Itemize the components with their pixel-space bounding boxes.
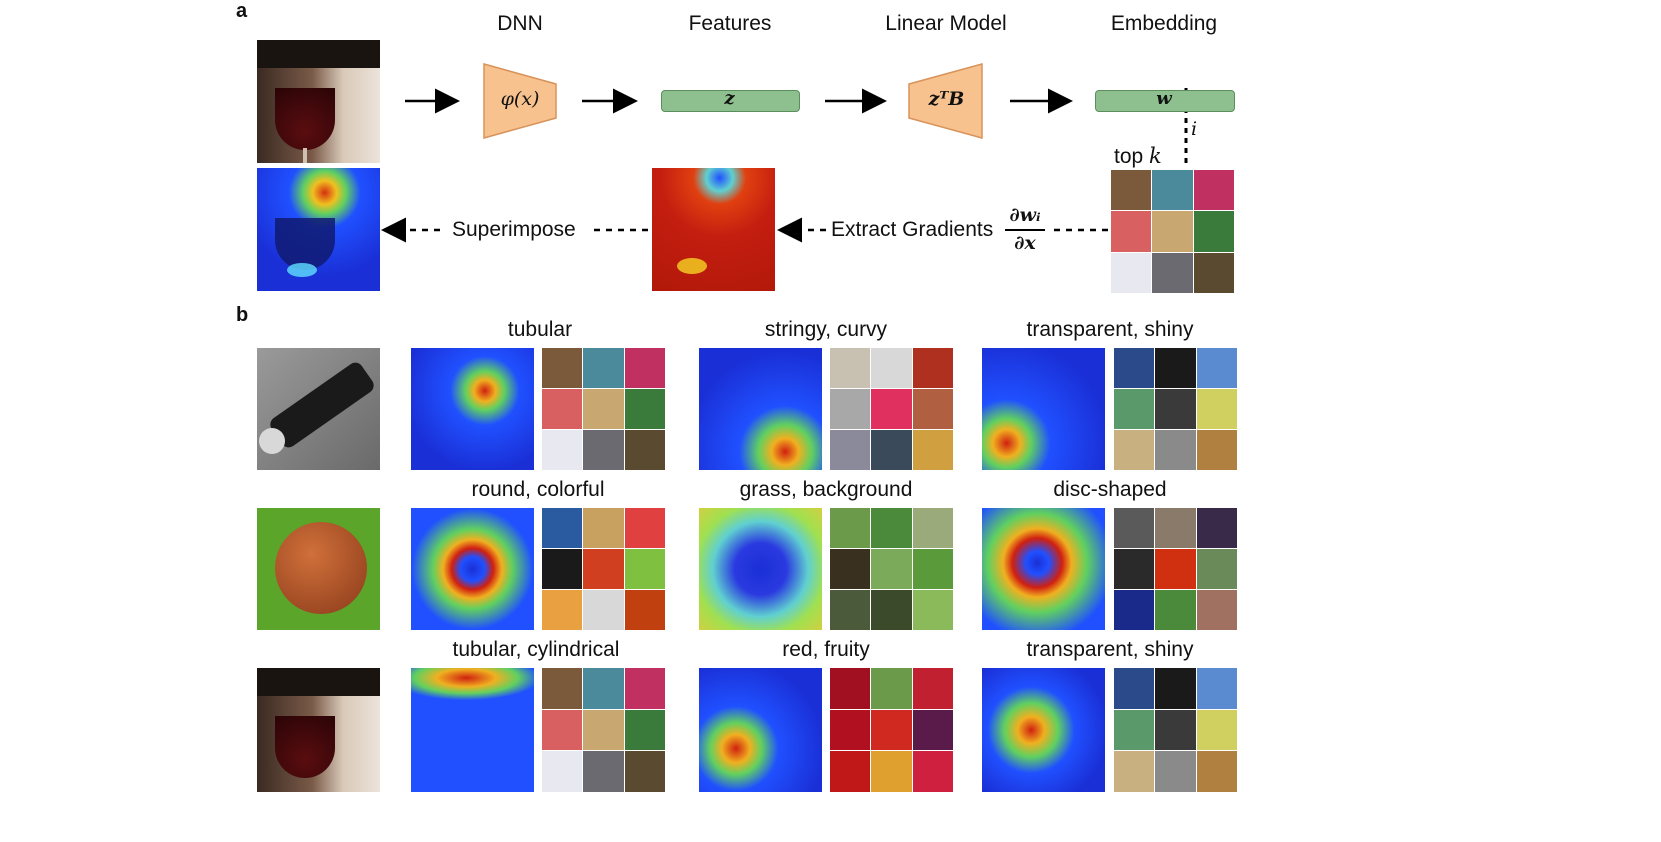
row3-label-3: transparent, shiny (1026, 638, 1194, 661)
flashlight-photo (257, 348, 380, 470)
row3-heatmap-3 (982, 668, 1105, 792)
grad-denominator: ∂x (1014, 232, 1036, 254)
row2-mosaic-1 (542, 508, 665, 630)
row3-label-2: red, fruity (782, 638, 870, 661)
basketball-photo (257, 508, 380, 630)
row2-heatmap-3 (982, 508, 1105, 630)
stage-label-embedding: Embedding (1110, 12, 1218, 35)
row2-label-1: round, colorful (471, 478, 605, 501)
extract-gradients-label: Extract Gradients (831, 218, 994, 241)
row2-heatmap-2 (699, 508, 822, 630)
linear-trapezoid (908, 63, 983, 139)
row3-mosaic-1 (542, 668, 665, 792)
features-label: z (724, 88, 735, 109)
row1-mosaic-1 (542, 348, 665, 470)
row3-mosaic-3 (1114, 668, 1237, 792)
panel-letter-b: b (236, 304, 249, 326)
row1-label-2: stringy, curvy (764, 318, 888, 341)
features-bar (661, 90, 800, 112)
row2-mosaic-3 (1114, 508, 1237, 630)
wine-glass-photo-2 (257, 668, 380, 792)
row3-heatmap-1 (411, 668, 534, 792)
row1-mosaic-2 (830, 348, 953, 470)
row2-heatmap-1 (411, 508, 534, 630)
grad-numerator: ∂wᵢ (1009, 204, 1041, 226)
row1-heatmap-1 (411, 348, 534, 470)
gradient-heatmap (652, 168, 775, 291)
superimpose-label: Superimpose (452, 218, 576, 241)
index-label: i (1191, 118, 1198, 140)
row3-heatmap-2 (699, 668, 822, 792)
row1-heatmap-3 (982, 348, 1105, 470)
dnn-label: φ(x) (500, 88, 540, 110)
stage-label-linear-model: Linear Model (885, 12, 1007, 35)
superimposed-wine-heatmap (257, 168, 380, 291)
row3-label-1: tubular, cylindrical (452, 638, 620, 661)
topk-label: top k (1114, 144, 1162, 168)
embedding-label: w (1156, 88, 1172, 109)
row1-label-3: transparent, shiny (1026, 318, 1194, 341)
dnn-trapezoid (483, 63, 557, 139)
embedding-bar (1095, 90, 1235, 112)
row2-label-3: disc-shaped (1053, 478, 1167, 501)
grad-fraction-bar (1005, 229, 1045, 231)
panel-letter-a: a (236, 0, 248, 22)
row3-mosaic-2 (830, 668, 953, 792)
pipeline-diagram (381, 63, 1188, 243)
row1-mosaic-3 (1114, 348, 1237, 470)
topk-mosaic (1111, 170, 1234, 293)
row2-mosaic-2 (830, 508, 953, 630)
linear-label: zᵀB (928, 88, 965, 110)
stage-label-features: Features (688, 12, 772, 35)
stage-label-dnn: DNN (497, 12, 543, 35)
row1-label-1: tubular (507, 318, 573, 341)
wine-glass-photo (257, 40, 380, 163)
row2-label-2: grass, background (739, 478, 913, 501)
row1-heatmap-2 (699, 348, 822, 470)
